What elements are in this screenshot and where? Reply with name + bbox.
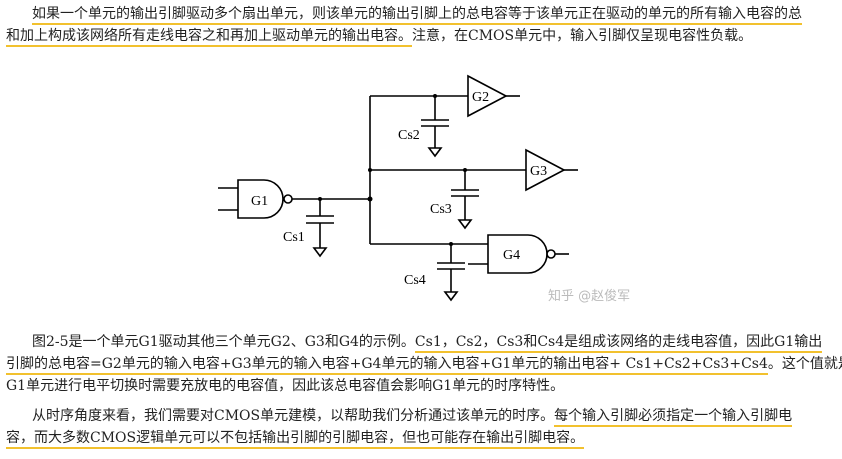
highlight-intro-1: 如果一个单元的输出引脚驱动多个扇出单元，则该单元的输出引脚上的总电容等于该单元正… — [32, 6, 802, 25]
capacitor-cs2: Cs2 — [398, 96, 449, 158]
example-line-1-plain: 图2-5是一个单元G1驱动其他三个单元G2、G3和G4的示例。 — [32, 334, 415, 350]
example-line-1: 图2-5是一个单元G1驱动其他三个单元G2、G3和G4的示例。Cs1，Cs2，C… — [6, 331, 836, 353]
gate-g4: G4 — [468, 234, 569, 274]
gate-g2: G2 — [467, 74, 520, 118]
highlight-timing-1: 每个输入引脚必须指定一个输入引脚电 — [554, 408, 793, 427]
timing-line-1: 从时序角度来看，我们需要对CMOS单元建模，以帮助我们分析通过该单元的时序。每个… — [6, 405, 836, 427]
intro-paragraph: 如果一个单元的输出引脚驱动多个扇出单元，则该单元的输出引脚上的总电容等于该单元正… — [6, 3, 836, 47]
gate-g2-label: G2 — [472, 90, 489, 105]
gate-g4-label: G4 — [503, 248, 520, 263]
intro-line-2-rest: 注意，在CMOS单元中，输入引脚仅呈现电容性负载。 — [412, 28, 753, 44]
example-line-2-rest: 。这个值就是 — [767, 356, 842, 372]
highlight-intro-2: 和加上构成该网络所有走线电容之和再加上驱动单元的输出电容。 — [6, 28, 412, 47]
intro-line-1: 如果一个单元的输出引脚驱动多个扇出单元，则该单元的输出引脚上的总电容等于该单元正… — [6, 3, 836, 25]
gate-g1-label: G1 — [251, 194, 268, 209]
capacitor-cs1-label: Cs1 — [283, 230, 305, 245]
example-paragraph: 图2-5是一个单元G1驱动其他三个单元G2、G3和G4的示例。Cs1，Cs2，C… — [6, 331, 842, 397]
capacitor-cs2-label: Cs2 — [398, 128, 420, 143]
gate-g3: G3 — [525, 148, 578, 192]
timing-line-1-plain: 从时序角度来看，我们需要对CMOS单元建模，以帮助我们分析通过该单元的时序。 — [32, 408, 555, 424]
example-line-2: 引脚的总电容=G2单元的输入电容+G3单元的输入电容+G4单元的输入电容+G1单… — [6, 353, 842, 375]
highlight-example-1: Cs1，Cs2，Cs3和Cs4是组成该网络的走线电容值，因此G1输出 — [414, 334, 823, 353]
capacitor-cs4: Cs4 — [404, 244, 465, 302]
capacitor-cs1: Cs1 — [283, 199, 334, 258]
highlight-timing-2: 容，而大多数CMOS逻辑单元可以不包括输出引脚的引脚电容，但也可能存在输出引脚电… — [6, 430, 585, 449]
watermark: 知乎 @赵俊军 — [548, 288, 630, 304]
example-line-3: G1单元进行电平切换时需要充放电的电容值，因此该总电容值会影响G1单元的时序特性… — [6, 378, 565, 394]
highlight-example-2: 引脚的总电容=G2单元的输入电容+G3单元的输入电容+G4单元的输入电容+G1单… — [6, 356, 768, 375]
gate-g3-label: G3 — [530, 164, 547, 179]
capacitor-cs3: Cs3 — [430, 170, 479, 230]
timing-line-2: 容，而大多数CMOS逻辑单元可以不包括输出引脚的引脚电容，但也可能存在输出引脚电… — [6, 427, 836, 449]
intro-line-2: 和加上构成该网络所有走线电容之和再加上驱动单元的输出电容。注意，在CMOS单元中… — [6, 25, 836, 47]
capacitor-cs4-label: Cs4 — [404, 273, 426, 288]
timing-paragraph: 从时序角度来看，我们需要对CMOS单元建模，以帮助我们分析通过该单元的时序。每个… — [6, 405, 836, 449]
capacitor-cs3-label: Cs3 — [430, 202, 452, 217]
gate-g1: G1 — [218, 179, 293, 219]
